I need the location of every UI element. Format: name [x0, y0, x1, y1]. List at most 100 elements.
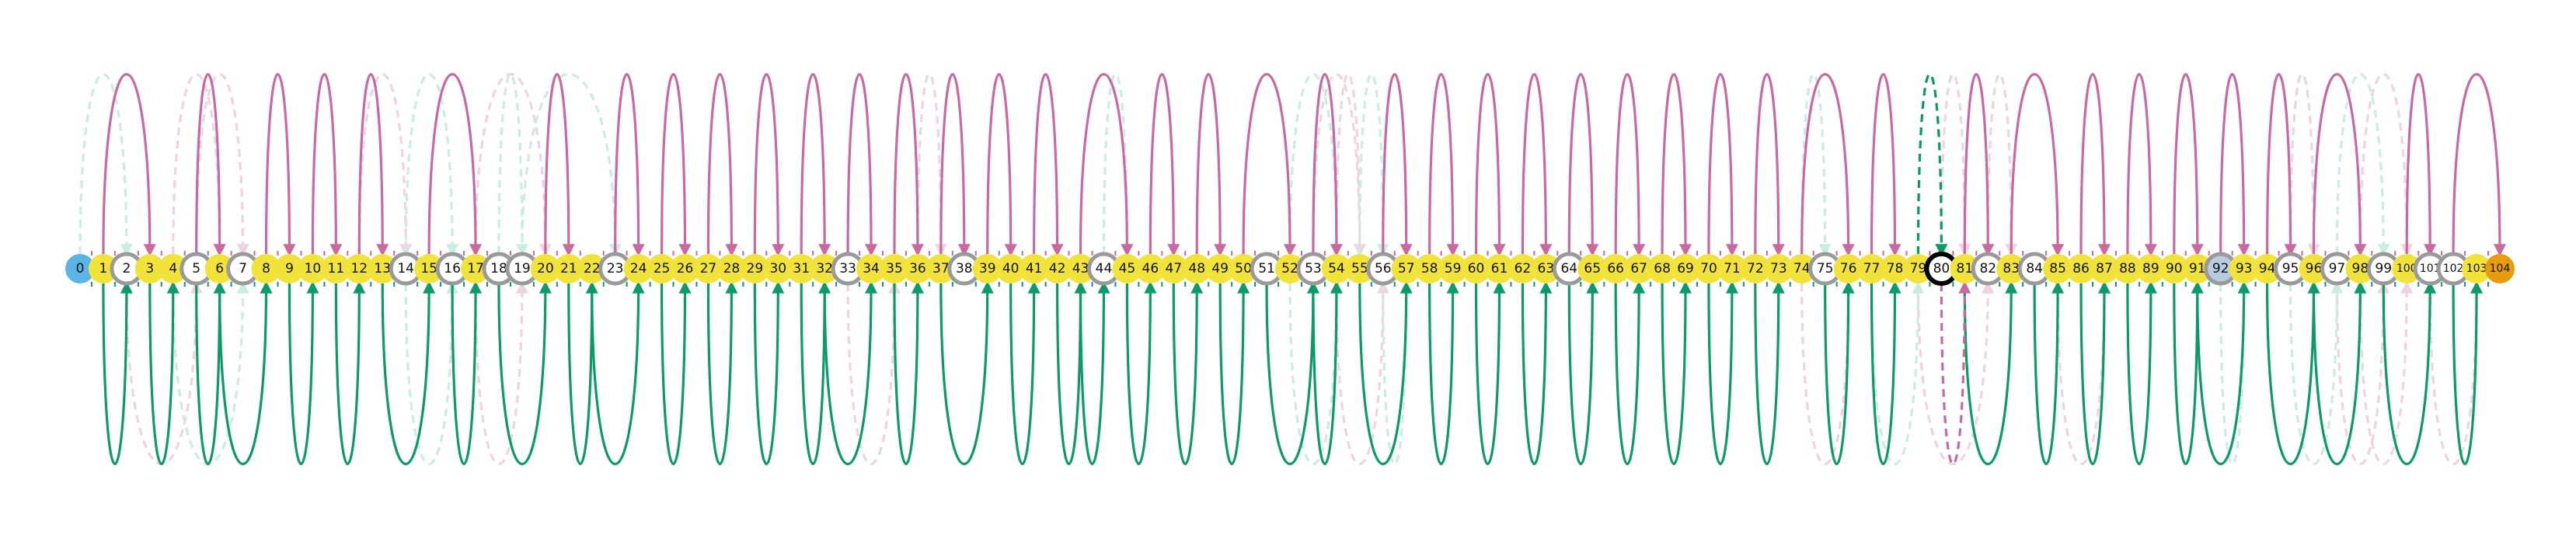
upper-faded-arc — [195, 73, 249, 257]
node-label: 92 — [2212, 261, 2229, 276]
node-52: 52 — [1275, 254, 1305, 283]
lower-arc — [195, 280, 226, 466]
lower-arc — [1079, 280, 1110, 466]
node-label: 88 — [2119, 261, 2136, 276]
node-circle — [1205, 254, 1236, 283]
node-72: 72 — [1740, 254, 1770, 283]
node-circle — [344, 254, 375, 283]
node-22: 22 — [577, 254, 607, 283]
node-label: 7 — [239, 261, 247, 276]
node-label: 101 — [2420, 263, 2441, 275]
node-45: 45 — [1112, 254, 1142, 283]
node-label: 87 — [2096, 261, 2113, 276]
lower-faded-arc — [2428, 280, 2484, 465]
node-circle — [763, 254, 793, 283]
node-circle — [925, 254, 956, 283]
node-55: 55 — [1344, 254, 1375, 283]
upper-arc — [2173, 72, 2204, 257]
upper-arc — [1707, 72, 1738, 257]
node-87: 87 — [2089, 254, 2119, 283]
node-circle — [274, 254, 305, 283]
lower-arc — [753, 280, 785, 466]
node-circle — [251, 254, 281, 283]
node-circle — [1786, 254, 1817, 283]
node-label: 98 — [2352, 261, 2369, 276]
node-circle — [1391, 254, 1421, 283]
node-label: 25 — [654, 261, 671, 276]
node-100: 100 — [2392, 254, 2422, 283]
node-circle — [1135, 254, 1166, 283]
upper-arc — [986, 72, 1017, 257]
node-circle — [1065, 254, 1096, 283]
lower-faded-arc — [939, 280, 994, 465]
lower-faded-arc — [474, 280, 528, 465]
node-42: 42 — [1042, 254, 1072, 283]
node-circle — [2066, 254, 2097, 283]
node-label: 61 — [1491, 261, 1508, 276]
node-33: 33 — [831, 252, 865, 286]
node-circle — [2089, 254, 2119, 283]
node-circle — [1671, 254, 1701, 283]
node-94: 94 — [2252, 254, 2282, 283]
upper-arc — [1870, 72, 1901, 257]
node-77: 77 — [1856, 254, 1887, 283]
upper-faded-arc — [404, 73, 459, 257]
upper-arc — [706, 72, 738, 257]
upper-arc — [2079, 72, 2111, 257]
node-25: 25 — [647, 254, 677, 283]
node-circle — [2229, 254, 2259, 283]
upper-faded-arc — [1940, 72, 1971, 257]
lower-arc — [2452, 280, 2484, 466]
node-circle — [2135, 254, 2166, 283]
node-label: 94 — [2259, 261, 2276, 276]
node-71: 71 — [1717, 254, 1747, 283]
upper-faded-arc — [497, 72, 528, 257]
node-39: 39 — [972, 254, 1002, 283]
node-3: 3 — [134, 254, 165, 283]
upper-faded-arc — [1312, 73, 1366, 257]
upper-arc — [311, 72, 343, 257]
node-circle — [995, 254, 1026, 283]
faded-arcs-layer — [78, 72, 2484, 466]
upper-arc — [357, 72, 389, 257]
node-label: 55 — [1351, 261, 1368, 276]
node-36: 36 — [902, 254, 932, 283]
node-circle — [879, 254, 909, 283]
node-label: 49 — [1211, 261, 1229, 276]
node-label: 83 — [2003, 261, 2020, 276]
node-14: 14 — [389, 252, 423, 286]
node-label: 5 — [192, 261, 200, 276]
node-8: 8 — [251, 254, 281, 283]
node-circle — [2182, 254, 2212, 283]
node-label: 57 — [1398, 261, 1415, 276]
node-circle — [1647, 254, 1678, 283]
node-label: 97 — [2329, 261, 2346, 276]
node-label: 31 — [793, 261, 810, 276]
upper-arc — [264, 72, 296, 257]
node-label: 76 — [1840, 261, 1857, 276]
node-circle — [670, 254, 700, 283]
node-circle — [1112, 254, 1142, 283]
node-label: 11 — [328, 261, 345, 276]
node-circle — [1414, 254, 1445, 283]
node-63: 63 — [1531, 254, 1561, 283]
node-circle — [2299, 254, 2329, 283]
lower-arc — [1754, 280, 1785, 466]
node-79: 79 — [1903, 254, 1933, 283]
node-label: 43 — [1072, 261, 1089, 276]
lower-arc — [1218, 280, 1250, 466]
lower-arc — [497, 280, 552, 465]
upper-arc — [1661, 72, 1692, 257]
node-circle — [461, 254, 491, 283]
node-circle — [1531, 254, 1561, 283]
lower-arc — [102, 280, 133, 466]
lower-faded-arc — [172, 280, 249, 465]
node-circle — [693, 254, 723, 283]
node-label: 41 — [1026, 261, 1043, 276]
node-70: 70 — [1693, 254, 1724, 283]
lower-faded-arc — [1870, 280, 1925, 465]
upper-arc — [1800, 73, 1855, 257]
lower-arc — [2265, 280, 2320, 465]
node-circle — [2485, 254, 2515, 283]
